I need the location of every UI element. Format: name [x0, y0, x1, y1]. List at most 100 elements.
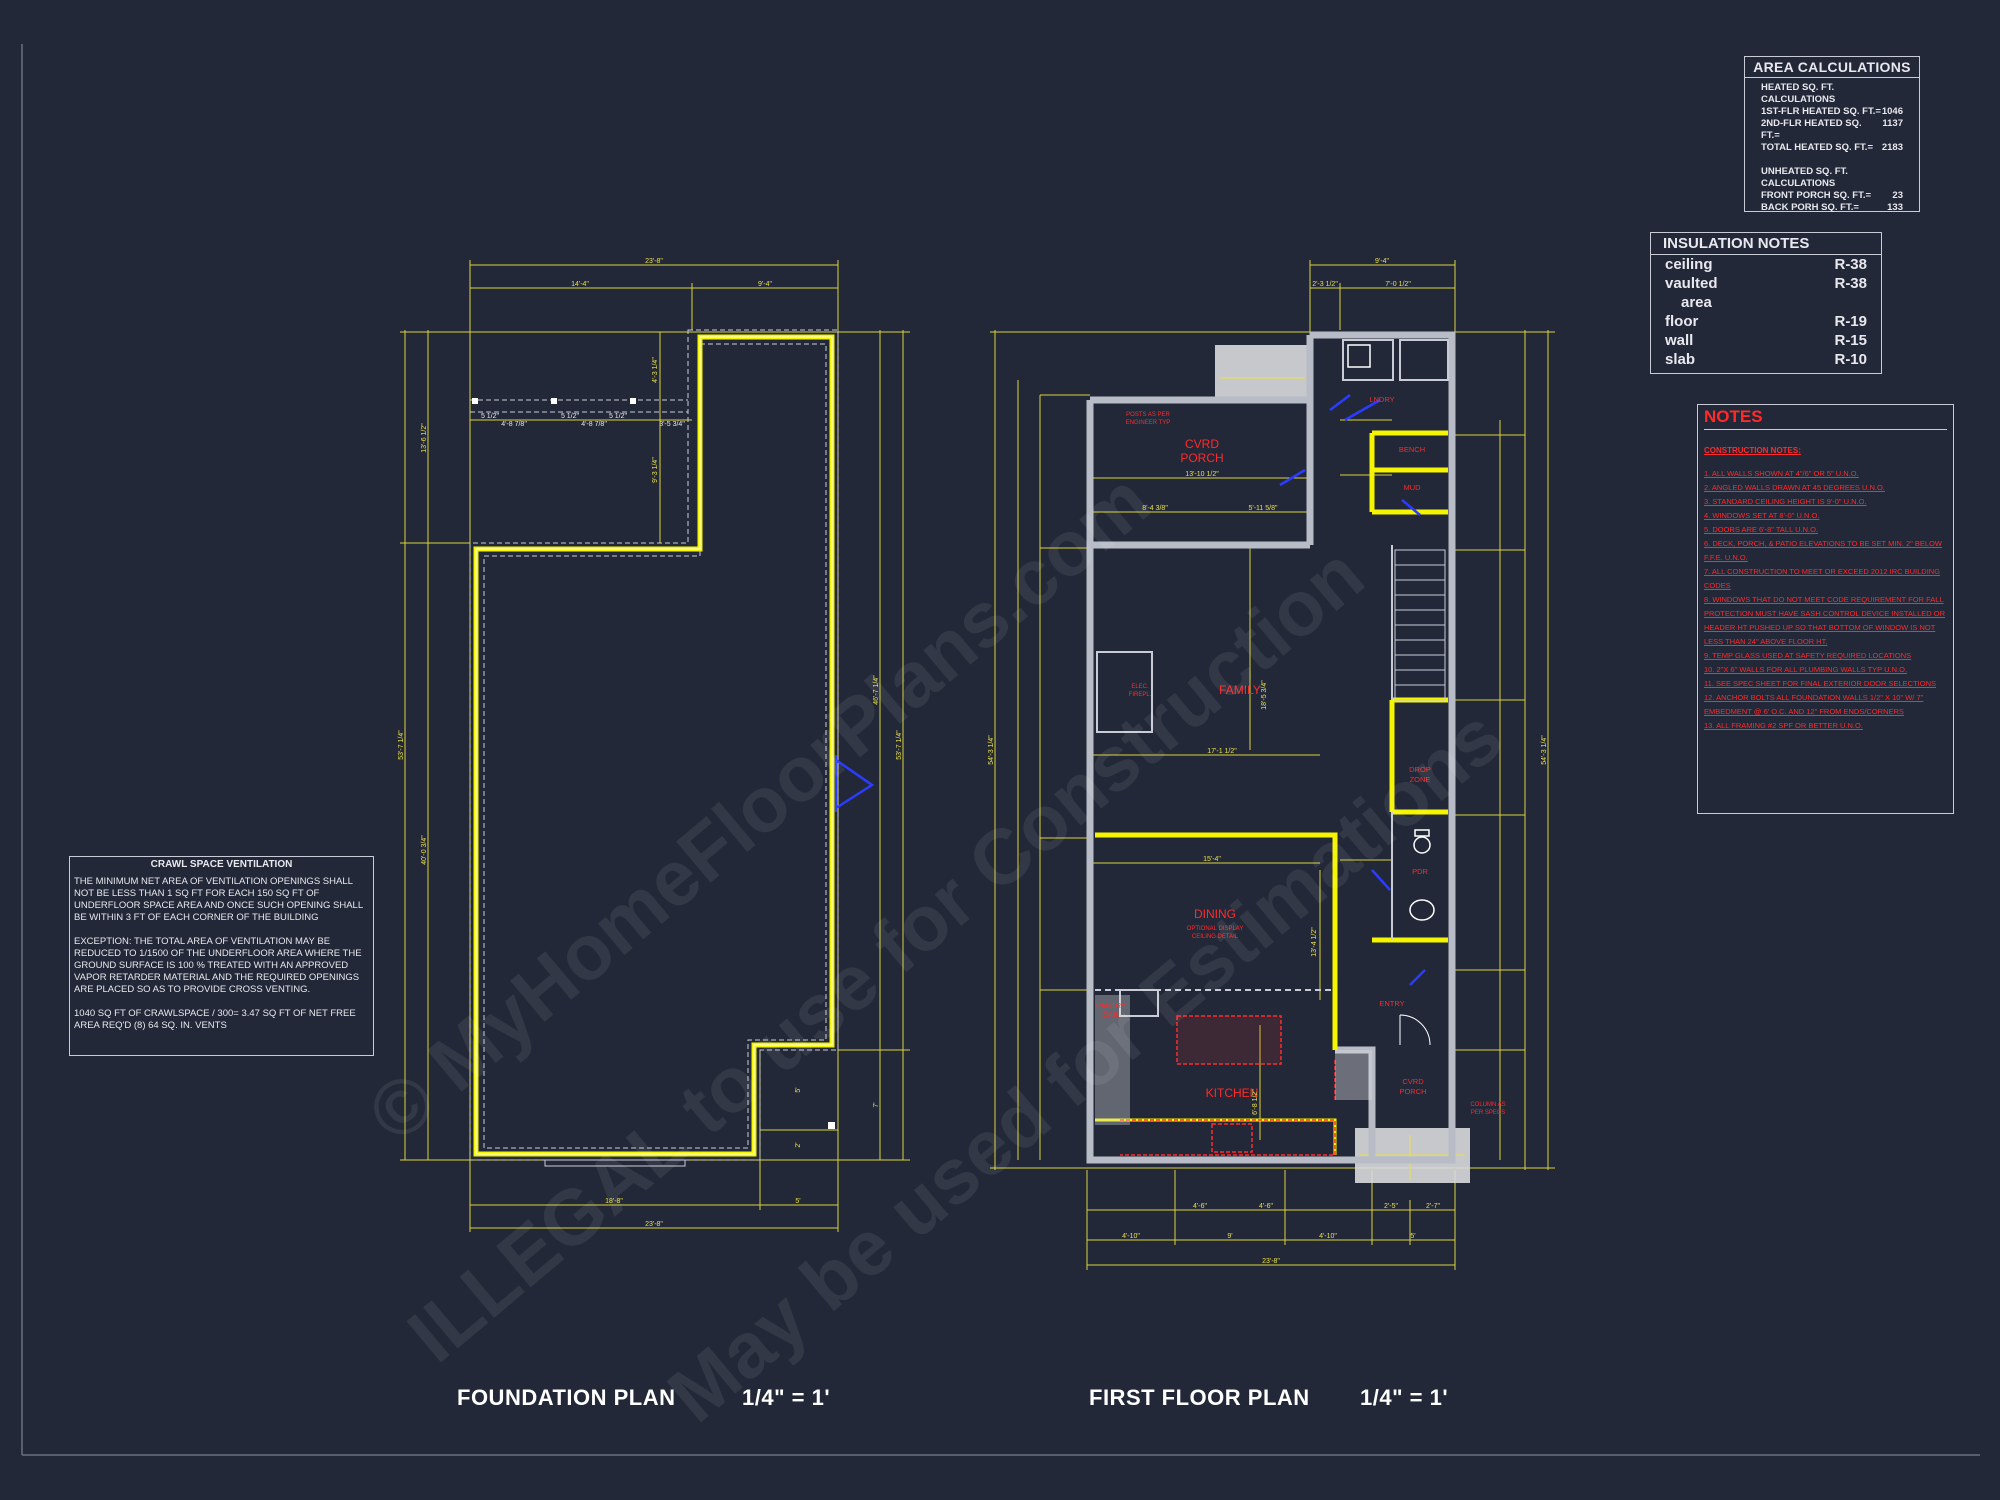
stair — [1394, 549, 1446, 701]
fnd-dim-pier-upper: 4'-3 1/4" — [652, 357, 659, 383]
ffp-dim-left: 54'-3 1/4" — [988, 735, 995, 765]
note-item: 9. TEMP GLASS USED AT SAFETY REQUIRED LO… — [1704, 651, 1912, 660]
crawl-space-paragraph: THE MINIMUM NET AREA OF VENTILATION OPEN… — [74, 876, 363, 923]
ffp-dim-right: 54'-3 1/4" — [1541, 735, 1548, 765]
ffp-dim-sub-1: 4'-6" — [1193, 1203, 1207, 1210]
room-label-mud: MUD — [1403, 483, 1421, 492]
crawl-space-paragraph: 1040 SQ FT OF CRAWLSPACE / 300= 3.47 SQ … — [74, 1008, 356, 1031]
ffp-dim-kitchen-d: 6'-8 1/2" — [1252, 1089, 1259, 1115]
fnd-dim-right-mid: 46'-7 1/4" — [873, 675, 880, 705]
heated-row: TOTAL HEATED SQ. FT.=2183 — [1761, 142, 1903, 153]
construction-notes-box: NOTES CONSTRUCTION NOTES: 1. ALL WALLS S… — [1697, 404, 1954, 814]
fnd-pier-dim-5: 5 1/2" — [609, 413, 628, 420]
notes-title: NOTES — [1704, 407, 1947, 430]
note-posts-2: ENGINEER TYP — [1126, 420, 1171, 426]
note-column-1: COLUMN AS — [1470, 1102, 1505, 1108]
room-label-porch-1: CVRD — [1185, 437, 1219, 451]
foundation-plan-title: FOUNDATION PLAN — [457, 1385, 676, 1410]
fnd-dim-bottom-right: 5' — [795, 1198, 800, 1205]
fnd-pier-dim-4: 4'-8 7/8" — [581, 421, 607, 428]
note-item: 4. WINDOWS SET AT 8'-0" U.N.O. — [1704, 511, 1820, 520]
room-label-drop-1: DROP — [1409, 765, 1431, 774]
note-posts-1: POSTS AS PER — [1126, 412, 1170, 418]
ffp-dim-porch: 13'-10 1/2" — [1185, 471, 1219, 478]
fnd-pier-dim-1: 5 1/2" — [481, 413, 500, 420]
note-item: 11. SEE SPEC SHEET FOR FINAL EXTERIOR DO… — [1704, 679, 1936, 688]
notes-subtitle: CONSTRUCTION NOTES: — [1704, 446, 1801, 455]
room-label-pantry-2: CAB. — [1102, 1010, 1120, 1019]
note-item: 3. STANDARD CEILING HEIGHT IS 9'-0" U.N.… — [1704, 497, 1867, 506]
first-floor-plan-scale: 1/4" = 1' — [1360, 1385, 1449, 1410]
unheated-row: FRONT PORCH SQ. FT.=23 — [1761, 190, 1903, 201]
room-label-family: FAMILY — [1219, 683, 1261, 697]
crawl-access-icon — [834, 755, 875, 812]
ffp-dim-sub-2: 4'-6" — [1259, 1203, 1273, 1210]
note-item: CODES — [1704, 581, 1731, 590]
fnd-pier-dim-3: 5 1/2" — [561, 413, 580, 420]
crawl-space-paragraph: EXCEPTION: THE TOTAL AREA OF VENTILATION… — [74, 936, 362, 995]
foundation-plan: 23'-8" 14'-4" 9'-4" 18'-8" 5' 23'-8" 53'… — [398, 258, 910, 1232]
ffp-dim-top-a: 2'-3 1/2" — [1312, 281, 1338, 288]
unheated-header: UNHEATED SQ. FT. CALCULATIONS — [1761, 166, 1848, 189]
crawl-space-ventilation-box: CRAWL SPACE VENTILATION THE MINIMUM NET … — [69, 856, 374, 1056]
fnd-dim-bottom-left: 18'-8" — [605, 1198, 623, 1205]
unheated-row: BACK PORH SQ. FT.=133 — [1761, 202, 1903, 213]
heated-row: 1ST-FLR HEATED SQ. FT.=1046 — [1761, 106, 1903, 117]
room-label-laundry: LNDRY — [1369, 395, 1394, 404]
room-label-pantry-1: PANTRY — [1096, 1001, 1126, 1010]
note-item: 2. ANGLED WALLS DRAWN AT 45 DEGREES U.N.… — [1704, 483, 1885, 492]
note-item: 10. 2"X 6" WALLS FOR ALL PLUMBING WALLS … — [1704, 665, 1908, 674]
ffp-dim-porch-b: 5'-11 5/8" — [1249, 505, 1279, 512]
ffp-dim-sub-4: 2'-7" — [1426, 1203, 1440, 1210]
room-label-drop-2: ZONE — [1410, 775, 1431, 784]
fnd-dim-top-right: 9'-4" — [758, 281, 772, 288]
room-label-kitchen: KITCHEN — [1206, 1086, 1259, 1100]
note-item: PROTECTION MUST HAVE SASH CONTROL DEVICE… — [1704, 609, 1946, 618]
fnd-pier-dim-6: 3'-5 3/4" — [659, 421, 685, 428]
first-floor-plan-title: FIRST FLOOR PLAN — [1089, 1385, 1310, 1410]
note-item: 12. ANCHOR BOLTS ALL FOUNDATION WALLS 1/… — [1704, 693, 1924, 702]
fnd-dim-left-upper: 13'-6 1/2" — [421, 423, 428, 453]
note-item: EMBEDMENT @ 6' O.C. AND 12" FROM ENDS/CO… — [1704, 707, 1904, 716]
note-dining-2: CEILING DETAIL — [1192, 934, 1239, 940]
first-floor-plan: CVRD PORCH FAMILY DINING KITCHEN LNDRY B… — [988, 258, 1555, 1270]
room-label-dining: DINING — [1194, 907, 1236, 921]
ffp-dim-family-d: 18'-5 3/4" — [1261, 680, 1268, 710]
fnd-dim-notch-b: 2' — [795, 1142, 802, 1147]
fnd-pier-dim-2: 4'-8 7/8" — [501, 421, 527, 428]
note-item: F.F.E. U.N.O. — [1704, 553, 1748, 562]
ffp-dim-porch-a: 8'-4 3/8" — [1142, 505, 1168, 512]
heated-row: 2ND-FLR HEATED SQ. FT.=1137 — [1761, 118, 1903, 141]
fnd-dim-right-low: 7' — [873, 1102, 880, 1107]
fnd-dim-top-left: 14'-4" — [571, 281, 589, 288]
fnd-dim-pier-lower: 9'-3 1/4" — [652, 457, 659, 483]
heated-header: HEATED SQ. FT. CALCULATIONS — [1761, 82, 1836, 105]
note-dining-1: OPTIONAL DISPLAY — [1187, 926, 1244, 932]
foundation-plan-scale: 1/4" = 1' — [742, 1385, 831, 1410]
ffp-dim-dining-w: 15'-4" — [1203, 856, 1221, 863]
note-item: 8. WINDOWS THAT DO NOT MEET CODE REQUIRE… — [1704, 595, 1944, 604]
area-calculations-box: AREA CALCULATIONS HEATED SQ. FT. CALCULA… — [1744, 56, 1920, 213]
crawl-space-title: CRAWL SPACE VENTILATION — [150, 859, 293, 870]
fnd-dim-overall-bottom: 23'-8" — [645, 1221, 663, 1228]
room-label-front-porch-2: PORCH — [1399, 1087, 1426, 1096]
note-fireplace-1: ELEC. — [1131, 684, 1149, 690]
ffp-dim-bottom-1: 4'-10" — [1122, 1233, 1140, 1240]
fnd-dim-left-lower: 40'-0 3/4" — [421, 835, 428, 865]
note-item: 5. DOORS ARE 6'-8" TALL U.N.O. — [1704, 525, 1818, 534]
insulation-notes-title: INSULATION NOTES — [1651, 233, 1881, 255]
ffp-dim-dining-d: 13'-4 1/2" — [1311, 927, 1318, 957]
room-label-bench: BENCH — [1399, 445, 1425, 454]
insulation-row: area — [1681, 294, 1712, 311]
room-label-entry: ENTRY — [1379, 999, 1404, 1008]
area-calculations-title: AREA CALCULATIONS — [1745, 59, 1919, 78]
ffp-dim-bottom-3: 4'-10" — [1319, 1233, 1337, 1240]
note-fireplace-2: FIREPL. — [1129, 692, 1152, 698]
room-label-front-porch-1: CVRD — [1402, 1077, 1424, 1086]
